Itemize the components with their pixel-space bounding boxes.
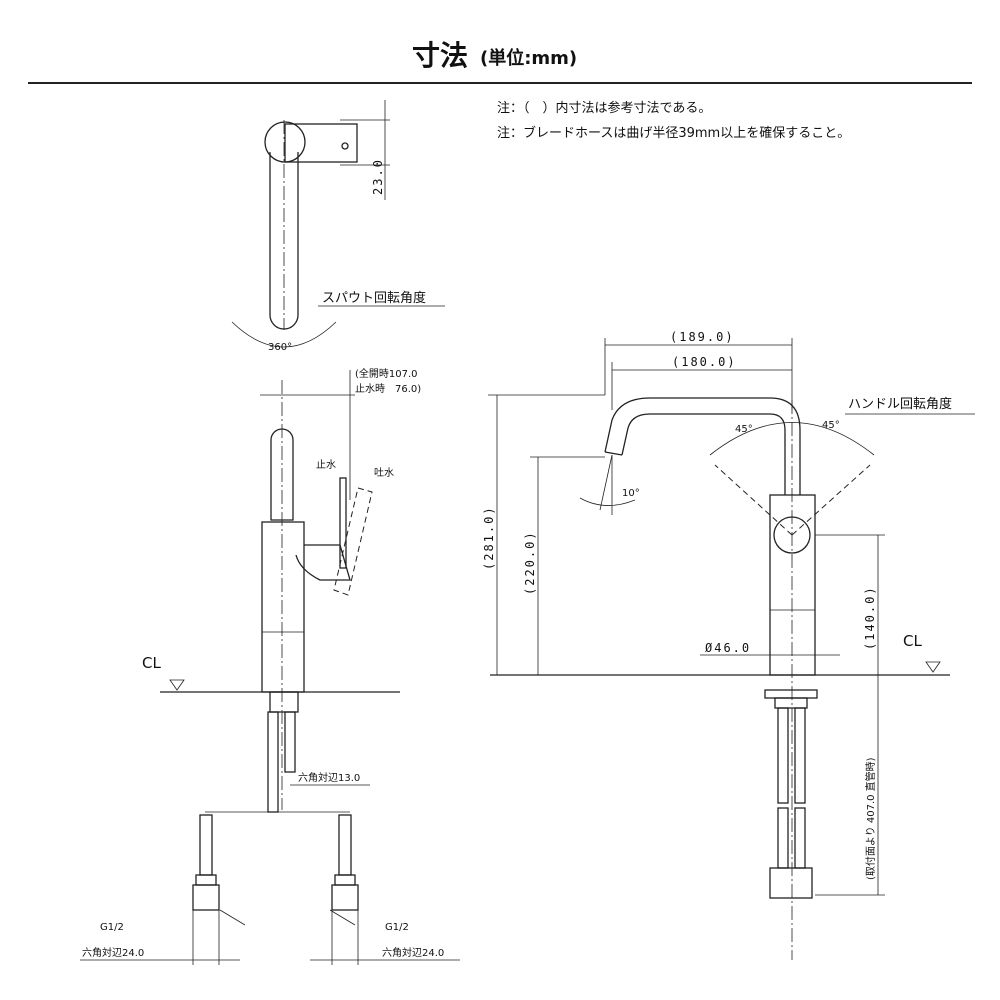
- dim-220: (220.0): [523, 530, 537, 595]
- side-view: (全開時107.0 止水時 76.0) 止水 吐水 CL 六角対辺13.0 G1…: [80, 367, 460, 965]
- spout-angle-10: 10°: [622, 488, 640, 499]
- front-cl-label: CL: [903, 632, 922, 650]
- dim-140: (140.0): [863, 585, 877, 650]
- title-unit: (単位:mm): [480, 47, 577, 69]
- spout-angle: 360°: [268, 342, 292, 353]
- diameter-46: Ø46.0: [705, 641, 751, 655]
- hose-length: (取付面より 407.0 直管時): [864, 757, 877, 880]
- handle-rotation-label: ハンドル回転角度: [848, 396, 952, 412]
- side-cl-label: CL: [142, 654, 161, 672]
- dim-189: (189.0): [670, 330, 735, 344]
- hex-24-right: 六角対辺24.0: [382, 946, 444, 959]
- hex-13-label: 六角対辺13.0: [298, 771, 360, 784]
- discharge-label: 吐水: [374, 467, 394, 479]
- handle-angle-left: 45°: [735, 424, 753, 435]
- dim-180: (180.0): [672, 355, 737, 369]
- stop-water-label: 止水: [316, 459, 336, 471]
- reach-closed: 止水時 76.0): [355, 383, 421, 395]
- reach-open: (全開時107.0: [355, 367, 418, 380]
- note-2: 注：ブレードホースは曲げ半径39mm以上を確保すること。: [497, 125, 850, 141]
- dim-281: (281.0): [482, 505, 496, 570]
- thread-left: G1/2: [100, 922, 124, 933]
- front-view: (189.0) (180.0) ハンドル回転角度 45° 45° 10° (28…: [482, 330, 975, 960]
- spout-rotation-label: スパウト回転角度: [322, 290, 426, 306]
- top-view: 23.0 スパウト回転角度 360°: [231, 100, 445, 353]
- top-dim-23: 23.0: [371, 158, 385, 195]
- hex-24-left: 六角対辺24.0: [82, 946, 144, 959]
- title-main: 寸法: [412, 39, 468, 72]
- handle-angle-right: 45°: [822, 420, 840, 431]
- note-1: 注：（ ）内寸法は参考寸法である。: [497, 100, 711, 116]
- thread-right: G1/2: [385, 922, 409, 933]
